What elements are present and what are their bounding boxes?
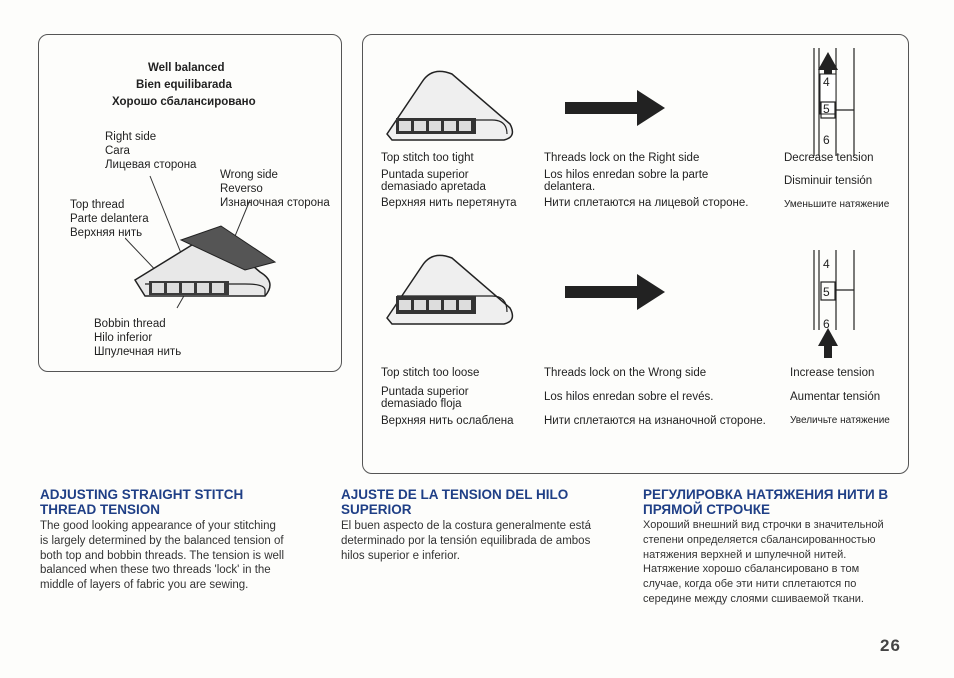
row2-effect-en: Threads lock on the Wrong side — [544, 367, 707, 379]
dial-4: 4 — [823, 75, 830, 89]
row2-action-ru: Увеличьте натяжение — [790, 415, 890, 426]
row1-action-en: Decrease tension — [784, 152, 874, 164]
arrow-right-icon — [565, 274, 665, 310]
heading-ru: РЕГУЛИРОВКА НАТЯЖЕНИЯ НИТИ В ПРЯМОЙ СТРО… — [643, 487, 889, 517]
page-number: 26 — [880, 636, 901, 655]
row1-action-ru: Уменьшите натяжение — [784, 199, 890, 210]
row1-action-es: Disminuir tensión — [784, 175, 873, 187]
row1-effect-ru: Нити сплетаются на лицевой стороне. — [544, 197, 749, 209]
dial-4: 4 — [823, 257, 830, 271]
dial-5: 5 — [823, 285, 830, 299]
bobbin-thread-label: Bobbin thread Hilo inferior Шпулечная ни… — [94, 318, 182, 358]
row1-effect-en: Threads lock on the Right side — [544, 152, 700, 164]
title-ru: Хорошо сбалансировано — [112, 96, 256, 108]
dial-5: 5 — [823, 102, 830, 116]
row2-cause-en: Top stitch too loose — [381, 367, 480, 379]
tension-dial-increase-icon: 4 5 6 — [813, 250, 855, 358]
right-side-label: Right side Cara Лицевая сторона — [105, 131, 197, 171]
heading-es: AJUSTE DE LA TENSION DEL HILO SUPERIOR — [341, 487, 569, 517]
row2-effect-es: Los hilos enredan sobre el revés. — [544, 391, 714, 403]
title-en: Well balanced — [148, 62, 225, 74]
arrow-right-icon — [565, 90, 665, 126]
loose-stitch-illustration — [386, 254, 514, 325]
dial-6: 6 — [823, 317, 830, 331]
body-es: El buen aspecto de la costura generalmen… — [341, 520, 591, 562]
row2-action-es: Aumentar tensión — [790, 391, 881, 403]
row2-effect-ru: Нити сплетаются на изнаночной стороне. — [544, 415, 766, 427]
wrong-side-label: Wrong side Reverso Изнаночная сторона — [220, 169, 330, 209]
dial-6: 6 — [823, 133, 830, 147]
tension-dial-decrease-icon: 4 5 6 — [813, 48, 855, 156]
title-es: Bien equilibarada — [136, 79, 232, 91]
tight-stitch-illustration — [386, 70, 514, 141]
body-ru: Хороший внешний вид строчки в значительн… — [643, 519, 884, 605]
body-en: The good looking appearance of your stit… — [40, 520, 285, 592]
row2-action-en: Increase tension — [790, 367, 875, 379]
row1-cause-en: Top stitch too tight — [381, 152, 474, 164]
balanced-stitch-illustration — [125, 175, 277, 309]
row2-cause-ru: Верхняя нить ослаблена — [381, 415, 514, 427]
well-balanced-panel — [38, 34, 342, 372]
row1-cause-es: Puntada superior demasiado apretada — [381, 169, 486, 193]
row1-effect-es: Los hilos enredan sobre la parte delante… — [544, 169, 709, 193]
row2-cause-es: Puntada superior demasiado floja — [381, 386, 469, 410]
top-thread-label: Top thread Parte delantera Верхняя нить — [70, 199, 149, 239]
row1-cause-ru: Верхняя нить перетянута — [381, 197, 517, 209]
heading-en: ADJUSTING STRAIGHT STITCH THREAD TENSION — [40, 487, 244, 517]
tension-panel — [362, 34, 909, 474]
